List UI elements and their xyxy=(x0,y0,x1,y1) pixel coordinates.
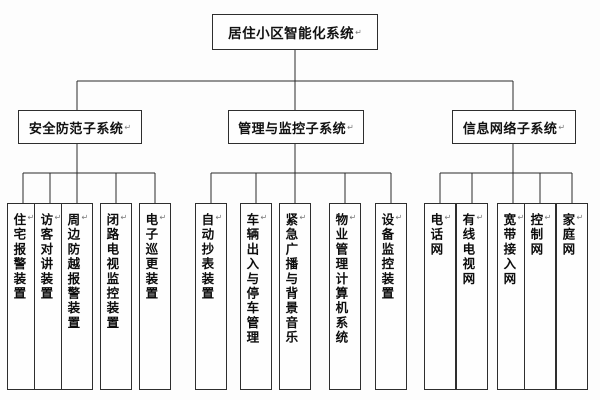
leaf-node-label: 电子巡更装置 xyxy=(143,213,159,302)
branch-node-label: 安全防范子系统 xyxy=(28,121,124,137)
leaf-node-label: 周边防越报警装置 xyxy=(65,213,81,331)
leaf-node-label: 住宅报警装置 xyxy=(11,213,27,302)
leaf-node[interactable]: 电子巡更装置↵ xyxy=(139,203,171,390)
paragraph-mark: ↵ xyxy=(575,213,585,222)
leaf-node[interactable]: 家庭网↵ xyxy=(556,203,588,390)
paragraph-mark: ↵ xyxy=(516,213,526,222)
leaf-node[interactable]: 设备监控装置↵ xyxy=(375,203,407,390)
leaf-node[interactable]: 访客对讲装置↵ xyxy=(34,203,66,390)
leaf-node-label: 自动抄表装置 xyxy=(199,213,215,302)
leaf-node[interactable]: 控制网↵ xyxy=(524,203,556,390)
root-node-label: 居住小区智能化系统 xyxy=(228,26,355,42)
leaf-node-label: 家庭网 xyxy=(560,213,576,258)
branch-node-network[interactable]: 信息网络子系统↵ xyxy=(452,110,576,144)
root-node[interactable]: 居住小区智能化系统↵ xyxy=(212,14,378,50)
paragraph-mark: ↵ xyxy=(355,27,362,37)
branch-node-label: 信息网络子系统 xyxy=(462,121,558,137)
leaf-node-label: 设备监控装置 xyxy=(379,213,395,302)
leaf-node-label: 控制网 xyxy=(528,213,544,258)
leaf-node[interactable]: 物业管理计算机系统↵ xyxy=(329,203,361,390)
leaf-node[interactable]: 自动抄表装置↵ xyxy=(195,203,227,390)
leaf-node[interactable]: 电话网↵ xyxy=(424,203,456,390)
leaf-node-label: 紧急广播与背景音乐 xyxy=(283,213,299,346)
paragraph-mark: ↵ xyxy=(475,213,485,222)
leaf-node[interactable]: 闭路电视监控装置↵ xyxy=(100,203,132,390)
paragraph-mark: ↵ xyxy=(53,213,63,222)
leaf-node-label: 车辆出入与停车管理 xyxy=(244,213,260,346)
paragraph-mark: ↵ xyxy=(347,122,354,132)
branch-node-management[interactable]: 管理与监控子系统↵ xyxy=(228,110,364,144)
leaf-node[interactable]: 紧急广播与背景音乐↵ xyxy=(279,203,311,390)
leaf-node[interactable]: 车辆出入与停车管理↵ xyxy=(240,203,272,390)
branch-node-security[interactable]: 安全防范子系统↵ xyxy=(18,110,142,144)
paragraph-mark: ↵ xyxy=(26,213,36,222)
paragraph-mark: ↵ xyxy=(214,213,224,222)
leaf-node[interactable]: 有线电视网↵ xyxy=(456,203,488,390)
leaf-node[interactable]: 住宅报警装置↵ xyxy=(7,203,39,390)
paragraph-mark: ↵ xyxy=(394,213,404,222)
paragraph-mark: ↵ xyxy=(80,213,90,222)
leaf-node-label: 物业管理计算机系统 xyxy=(333,213,349,346)
leaf-node-label: 访客对讲装置 xyxy=(38,213,54,302)
leaf-node-label: 有线电视网 xyxy=(460,213,476,287)
leaf-node[interactable]: 宽带接入网↵ xyxy=(497,203,529,390)
leaf-node-label: 电话网 xyxy=(428,213,444,258)
paragraph-mark: ↵ xyxy=(124,122,132,132)
paragraph-mark: ↵ xyxy=(348,213,358,222)
paragraph-mark: ↵ xyxy=(543,213,553,222)
paragraph-mark: ↵ xyxy=(443,213,453,222)
paragraph-mark: ↵ xyxy=(558,122,566,132)
paragraph-mark: ↵ xyxy=(119,213,129,222)
leaf-node[interactable]: 周边防越报警装置↵ xyxy=(61,203,93,390)
paragraph-mark: ↵ xyxy=(298,213,308,222)
paragraph-mark: ↵ xyxy=(158,213,168,222)
leaf-node-label: 闭路电视监控装置 xyxy=(104,213,120,331)
paragraph-mark: ↵ xyxy=(259,213,269,222)
leaf-node-label: 宽带接入网 xyxy=(501,213,517,287)
branch-node-label: 管理与监控子系统 xyxy=(238,121,347,137)
